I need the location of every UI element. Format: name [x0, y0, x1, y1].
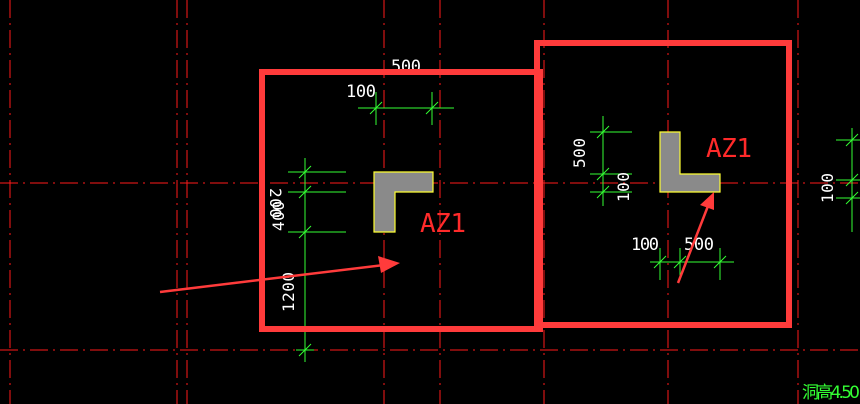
- dim-right-edge: 100: [818, 173, 837, 203]
- dim-left-bottom: 1200: [279, 272, 298, 312]
- dim-left-top: 500: [570, 138, 589, 168]
- wall-label-az1: AZ1: [420, 209, 466, 239]
- dim-left-top: 200: [266, 188, 285, 218]
- dim-left-mid: 400: [269, 201, 288, 231]
- dim-bottom-total: 500: [684, 235, 714, 255]
- right-wall-detail[interactable]: 500 100 100 500 AZ1 100: [570, 116, 860, 280]
- annotation-arrow-icon: [159, 256, 400, 294]
- wall-label-az1: AZ1: [706, 134, 752, 164]
- right-dimension-lines: [590, 116, 860, 280]
- left-wall-detail[interactable]: 500 100 200 400 1200 AZ1: [266, 57, 466, 362]
- status-text: 洞高4.50: [802, 383, 860, 403]
- l-shaped-wall-icon[interactable]: [373, 171, 434, 233]
- annotation-arrow-icon: [676, 192, 714, 284]
- highlight-box-right: [534, 40, 792, 328]
- highlight-box-left: [259, 69, 543, 332]
- dim-left-bottom: 100: [614, 172, 633, 202]
- dim-top-small: 100: [346, 82, 376, 102]
- dim-bottom-small: 100: [631, 235, 659, 255]
- l-shaped-wall-icon[interactable]: [659, 131, 721, 193]
